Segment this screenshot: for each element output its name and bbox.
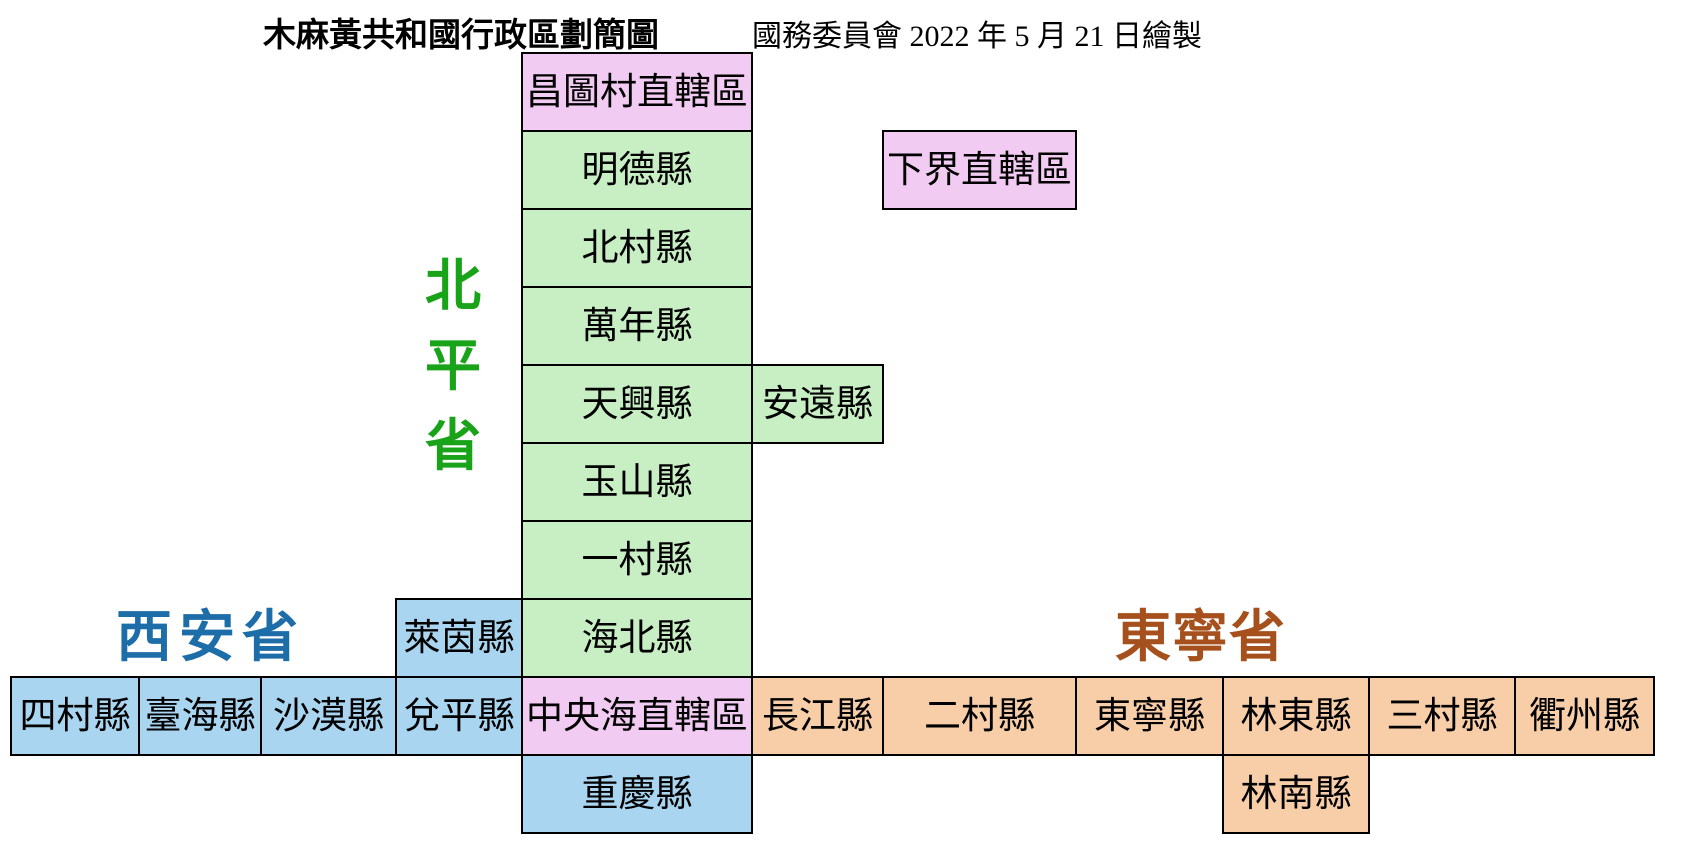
county-box-haibei: 海北縣 xyxy=(521,598,753,678)
municipality-box-zhongyanghai: 中央海直轄區 xyxy=(521,676,753,756)
province-label-beiping-char: 北 xyxy=(425,254,481,317)
county-box-anyuan: 安遠縣 xyxy=(751,364,884,444)
diagram-credit: 國務委員會 2022 年 5 月 21 日繪製 xyxy=(752,20,1202,53)
county-box-ercun: 二村縣 xyxy=(882,676,1077,756)
county-box-sicun: 四村縣 xyxy=(10,676,140,756)
county-box-chongqing: 重慶縣 xyxy=(521,754,753,834)
county-box-linnan: 林南縣 xyxy=(1222,754,1370,834)
county-box-taihai: 臺海縣 xyxy=(138,676,262,756)
county-box-duiping: 兌平縣 xyxy=(395,676,523,756)
county-box-sancun: 三村縣 xyxy=(1368,676,1516,756)
county-box-shamo: 沙漠縣 xyxy=(260,676,397,756)
municipality-box-xiajie: 下界直轄區 xyxy=(882,130,1077,210)
county-box-lindong: 林東縣 xyxy=(1222,676,1370,756)
province-label-xian: 西安省 xyxy=(116,605,305,668)
province-label-beiping: 北 平 省 xyxy=(425,246,481,486)
province-label-beiping-char: 省 xyxy=(425,414,481,477)
county-box-quzhou: 衢州縣 xyxy=(1514,676,1655,756)
county-box-mingde: 明德縣 xyxy=(521,130,753,210)
county-box-yicun: 一村縣 xyxy=(521,520,753,600)
county-box-beicun: 北村縣 xyxy=(521,208,753,288)
county-box-changjiang: 長江縣 xyxy=(751,676,884,756)
province-label-beiping-char: 平 xyxy=(425,334,481,397)
county-box-dongning: 東寧縣 xyxy=(1075,676,1224,756)
county-box-wannian: 萬年縣 xyxy=(521,286,753,366)
county-box-laiyin: 萊茵縣 xyxy=(395,598,523,678)
county-box-yushan: 玉山縣 xyxy=(521,442,753,522)
municipality-box-changtu: 昌圖村直轄區 xyxy=(521,52,753,132)
diagram-title: 木麻黃共和國行政區劃簡圖 xyxy=(263,18,659,54)
county-box-tianxing: 天興縣 xyxy=(521,364,753,444)
province-label-dongning: 東寧省 xyxy=(1115,605,1286,668)
